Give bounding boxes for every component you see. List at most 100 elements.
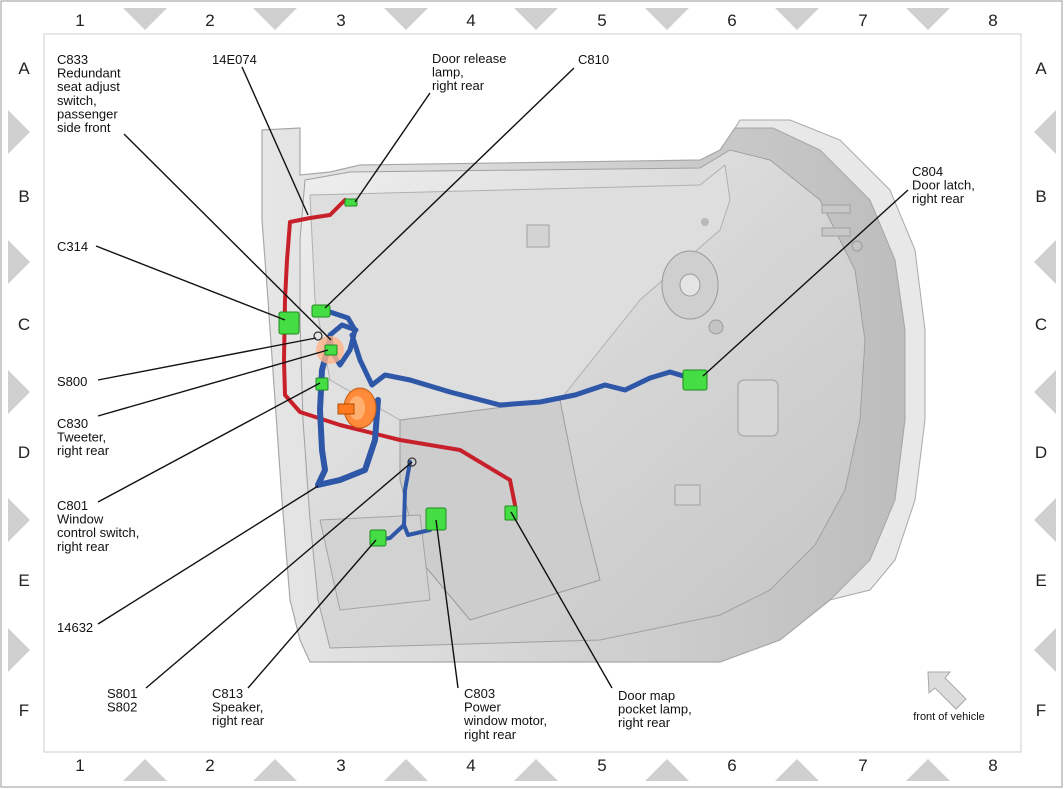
callout-line: control switch,	[57, 525, 139, 540]
panel-cutout-4	[674, 484, 701, 506]
blue-wire-main	[349, 332, 693, 408]
front-of-vehicle-indicator: front of vehicle	[913, 671, 985, 723]
grid-marker-right-1	[1034, 110, 1056, 154]
grid-col-4-bottom: 4	[466, 756, 475, 775]
leader-c314	[95, 245, 286, 321]
connector-c803	[425, 507, 447, 531]
leader-c810	[324, 67, 575, 309]
grid-col-5-bottom: 5	[597, 756, 606, 775]
grid-marker-left-1	[8, 110, 30, 154]
grid-marker-top-7	[906, 8, 950, 30]
panel-cutout-2	[679, 273, 701, 297]
grid-col-4-top: 4	[466, 11, 475, 30]
connector-c801	[315, 377, 329, 391]
panel-hole-1	[701, 218, 709, 226]
callout-label-s800: S800	[57, 374, 87, 389]
callout-line: C813	[212, 686, 243, 701]
grid-row-e-left: E	[18, 571, 29, 590]
grid-marker-left-4	[8, 498, 30, 542]
grid-row-a-right: A	[1035, 59, 1047, 78]
grid-col-8-top: 8	[988, 11, 997, 30]
leader-door-map	[510, 511, 613, 689]
grid-marker-bottom-1	[123, 759, 167, 781]
leader-s801	[145, 461, 413, 689]
grid-marker-right-4	[1034, 498, 1056, 542]
callout-line: right rear	[57, 539, 110, 554]
leader-14e074	[241, 66, 309, 216]
grid-column-numbers-top: 1 2 3 4 5 6 7 8	[75, 11, 997, 30]
grid-row-b-right: B	[1035, 187, 1046, 206]
grid-col-1-bottom: 1	[75, 756, 84, 775]
callout-line: C803	[464, 686, 495, 701]
leader-s800	[97, 337, 317, 381]
connector-c804	[682, 369, 708, 391]
grid-row-c-right: C	[1035, 315, 1047, 334]
leader-c833	[123, 133, 332, 341]
callout-line: C314	[57, 239, 88, 254]
grid-row-c-left: C	[18, 315, 30, 334]
callout-line: right rear	[432, 78, 485, 93]
grid-marker-bottom-3	[384, 759, 428, 781]
grid-row-d-left: D	[18, 443, 30, 462]
panel-cutout-3	[737, 379, 779, 437]
leader-door-release	[354, 92, 431, 203]
grid-row-f-right: F	[1036, 701, 1046, 720]
callout-line: lamp,	[432, 65, 464, 80]
grid-marker-left-5	[8, 628, 30, 672]
leader-lines	[95, 66, 909, 689]
grid-marker-top-3	[384, 8, 428, 30]
splice-markers	[313, 331, 417, 467]
grid-col-3-top: 3	[336, 11, 345, 30]
callout-line: S800	[57, 374, 87, 389]
callout-line: C833	[57, 52, 88, 67]
grid-column-numbers-bottom: 1 2 3 4 5 6 7 8	[75, 756, 997, 775]
grid-col-7-top: 7	[858, 11, 867, 30]
callout-line: Door release	[432, 51, 506, 66]
grid-zone-markers	[8, 8, 1056, 781]
callout-line: right rear	[618, 715, 671, 730]
tweeter-assembly	[316, 336, 377, 429]
front-of-vehicle-label: front of vehicle	[913, 711, 985, 723]
tweeter-plug	[337, 403, 355, 415]
grid-marker-top-6	[775, 8, 819, 30]
leader-c804	[702, 189, 909, 377]
panel-slot-2	[821, 227, 851, 237]
splice-s800	[313, 331, 323, 341]
callout-line: C804	[912, 164, 943, 179]
callout-line: C810	[578, 52, 609, 67]
callout-label-c314: C314	[57, 239, 88, 254]
callout-label-e14074: 14E074	[212, 52, 257, 67]
leader-c830	[97, 349, 329, 417]
grid-marker-top-5	[645, 8, 689, 30]
blue-wire-loop	[327, 309, 359, 368]
red-wire-upper	[282, 198, 517, 507]
door-edge-strip	[734, 119, 926, 601]
callout-line: window motor,	[463, 713, 547, 728]
leader-14632	[97, 485, 319, 625]
grid-row-letters-left: A B C D E F	[18, 59, 30, 720]
callout-line: Redundant	[57, 66, 121, 81]
grid-col-1-top: 1	[75, 11, 84, 30]
panel-hole-3	[851, 240, 863, 252]
callout-line: 14E074	[212, 52, 257, 67]
callout-line: Door map	[618, 688, 675, 703]
grid-col-6-bottom: 6	[727, 756, 736, 775]
grid-marker-right-3	[1034, 370, 1056, 414]
connector-c314	[278, 311, 300, 335]
callout-line: passenger	[57, 106, 118, 121]
callout-line: S801	[107, 686, 137, 701]
callout-line: right rear	[912, 191, 965, 206]
grid-marker-top-2	[253, 8, 297, 30]
grid-col-5-top: 5	[597, 11, 606, 30]
callout-line: Power	[464, 700, 502, 715]
callout-line: 14632	[57, 620, 93, 635]
